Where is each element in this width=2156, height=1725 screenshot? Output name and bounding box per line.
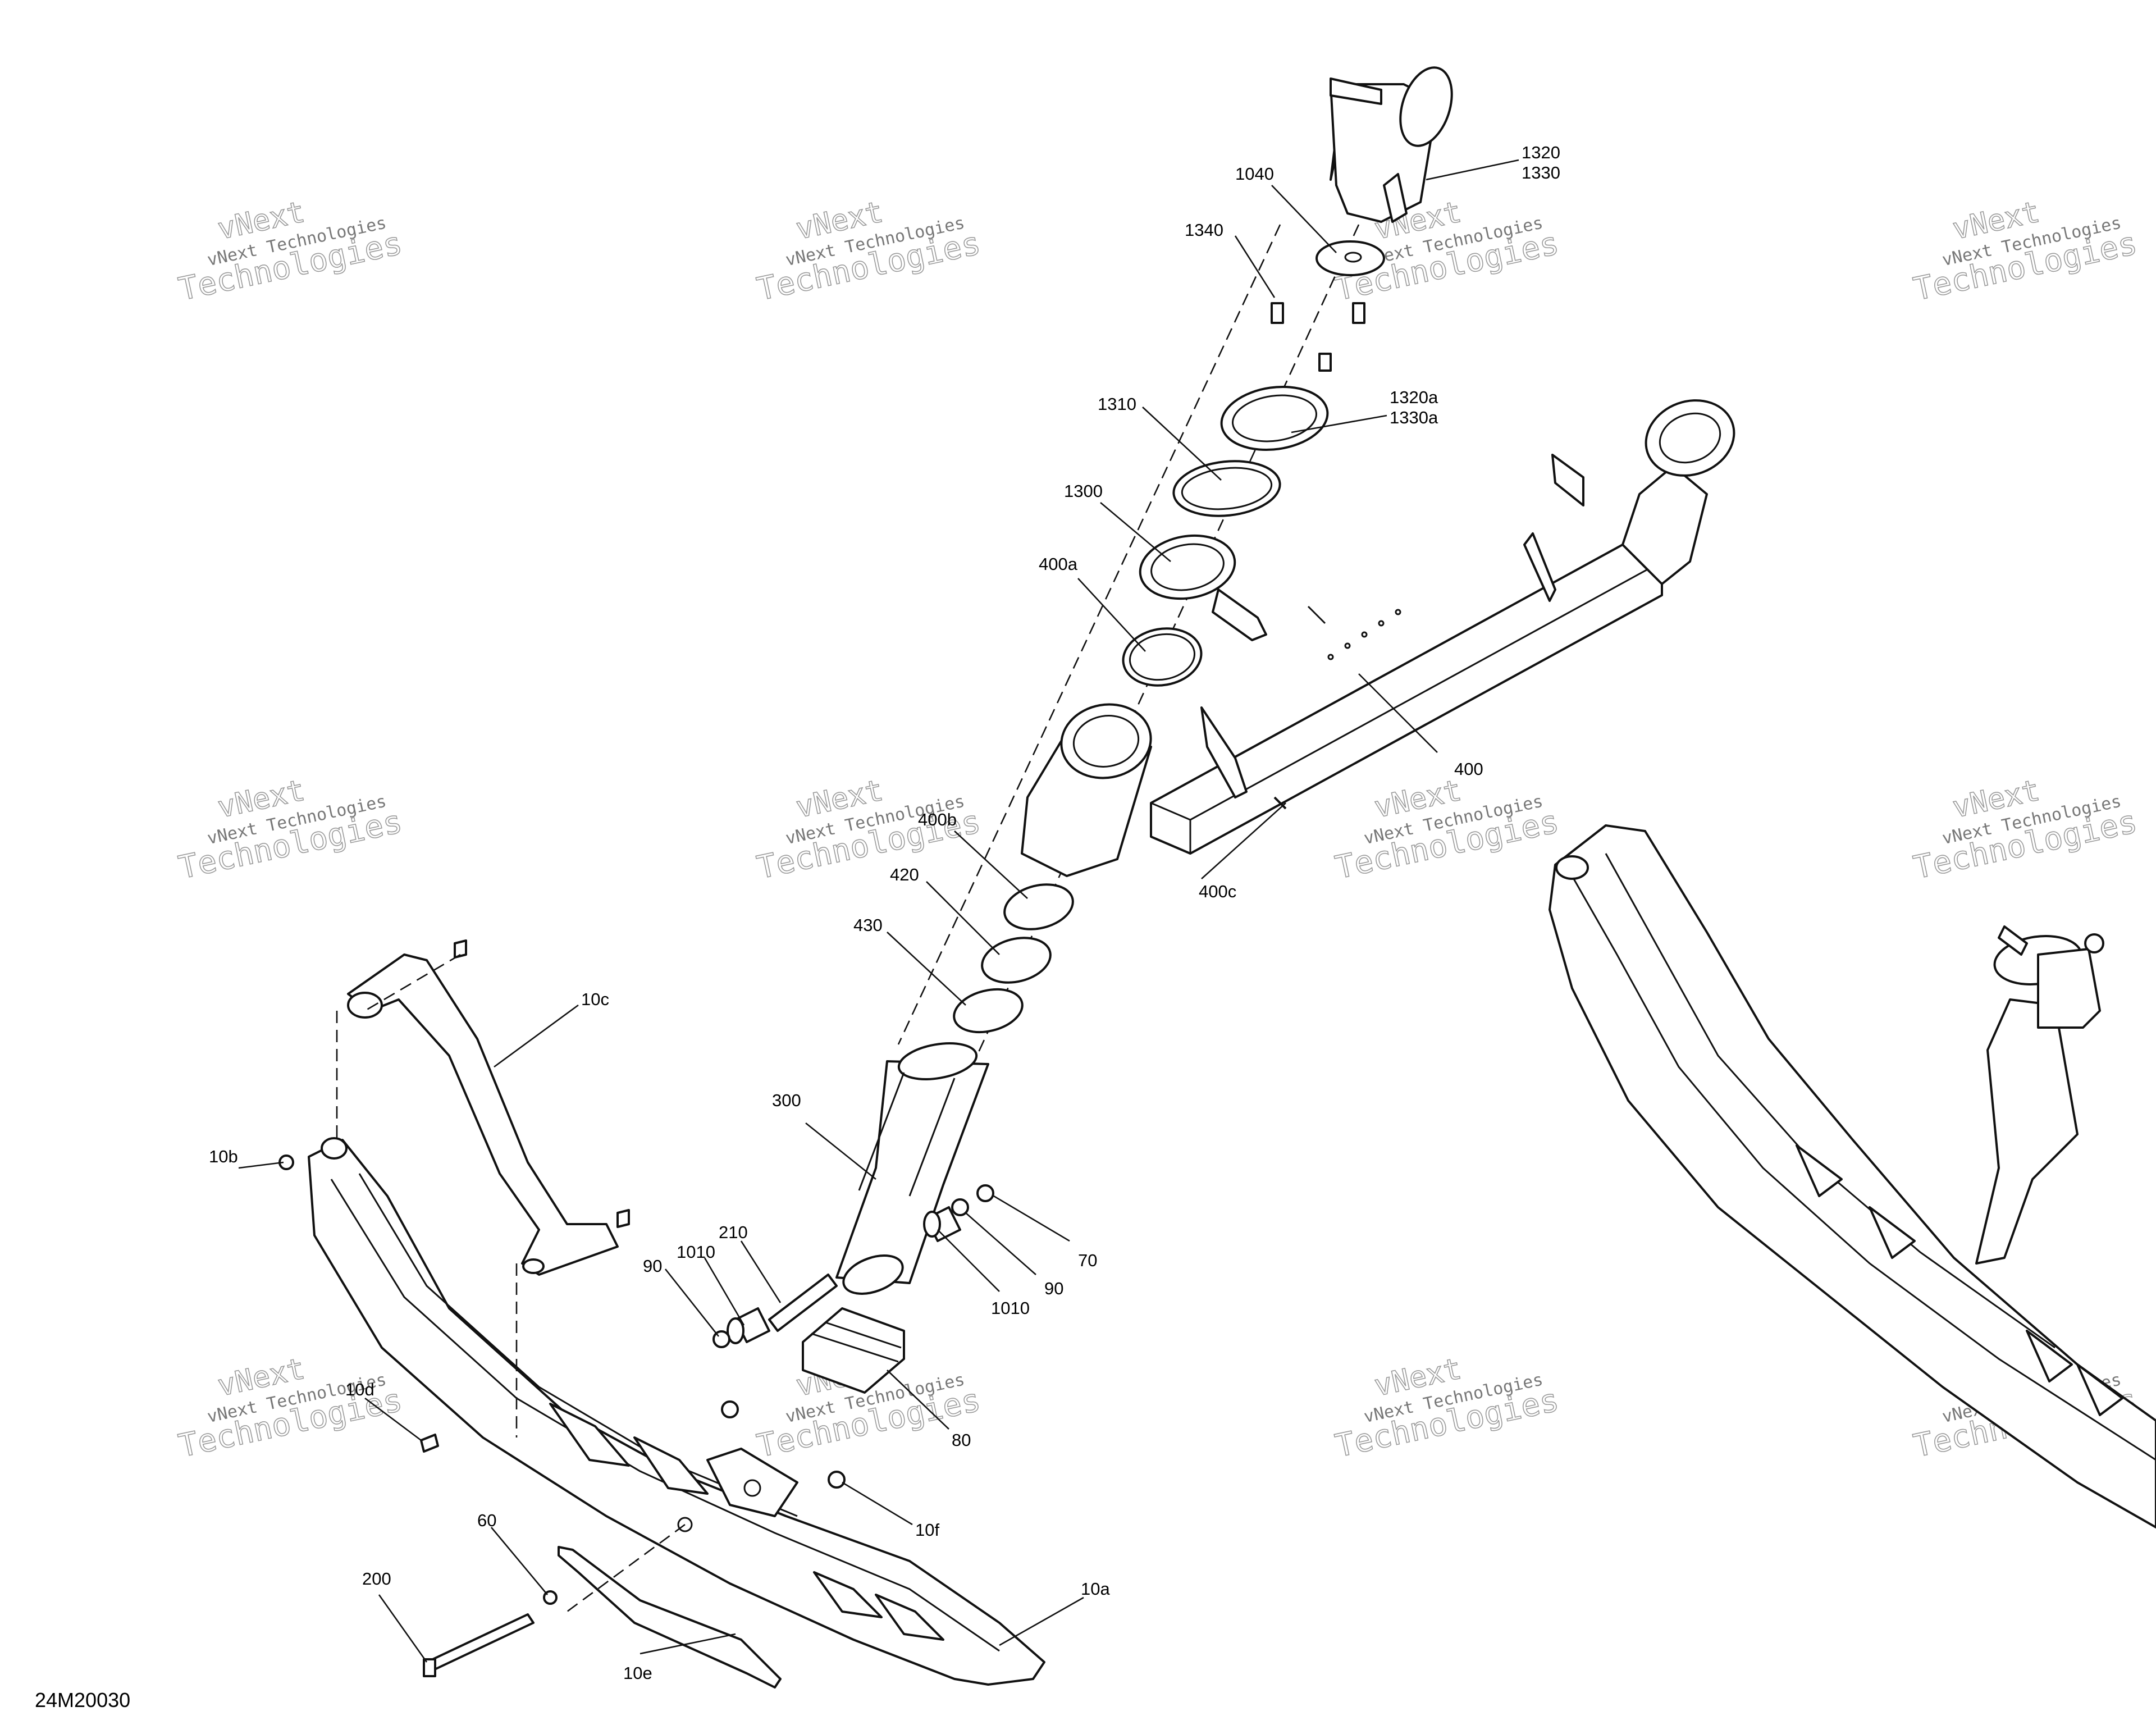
callout-1300: 1300 (1064, 481, 1103, 501)
damper-pad-part (802, 1307, 905, 1394)
callout-200: 200 (362, 1569, 391, 1589)
washer-90b (951, 1198, 969, 1216)
watermark-8: vNext vNext Technologies Technologies (1910, 773, 2141, 887)
callout-210: 210 (719, 1222, 748, 1242)
callout-1340: 1340 (1185, 220, 1223, 240)
callout-1010-left: 1010 (677, 1242, 715, 1262)
screw-10c (454, 939, 467, 959)
callout-1040: 1040 (1235, 164, 1274, 184)
bushing-ring-part (1122, 627, 1203, 687)
watermark-5: vNext vNext Technologies Technologies (175, 773, 406, 887)
frame-crossmember-part (1150, 399, 1735, 855)
watermark-2: vNext vNext Technologies Technologies (753, 195, 984, 309)
callout-70: 70 (1078, 1251, 1097, 1270)
screw-part (1271, 302, 1284, 324)
steering-arm-part (1139, 534, 1267, 641)
callout-90-right: 90 (1044, 1279, 1063, 1298)
watermark-4: vNext vNext Technologies Technologies (1910, 195, 2141, 309)
steering-column-tube-part (1021, 703, 1152, 877)
bushing-parts (727, 1206, 961, 1344)
callout-10f: 10f (915, 1520, 939, 1540)
watermark-7: vNext vNext Technologies Technologies (1332, 773, 1563, 887)
nut-10f-b (828, 1471, 846, 1489)
ski-handle-part (347, 953, 619, 1276)
spindle-part (835, 1042, 989, 1295)
callout-400: 400 (1454, 759, 1483, 779)
callout-400b: 400b (918, 810, 957, 829)
callout-1010-right: 1010 (991, 1298, 1030, 1318)
callout-1310: 1310 (1098, 394, 1136, 414)
callout-90-left: 90 (643, 1256, 662, 1276)
callout-420: 420 (890, 865, 919, 884)
callout-400a: 400a (1039, 554, 1078, 574)
callout-10d: 10d (345, 1380, 374, 1399)
pin-part (768, 1274, 838, 1332)
washer-70 (976, 1184, 994, 1202)
ring-400b (1003, 883, 1074, 930)
callout-10b: 10b (209, 1147, 238, 1166)
clamp-ring-part (1220, 385, 1329, 451)
callout-1320: 1320 (1522, 143, 1560, 162)
bolt-200 (426, 1613, 535, 1672)
callout-1320a: 1320a (1390, 387, 1438, 407)
callout-430: 430 (853, 915, 883, 935)
ring-430 (953, 988, 1024, 1034)
retaining-ring-part (1172, 460, 1281, 517)
ski-body-part (308, 1137, 1045, 1686)
watermark-11: vNext vNext Technologies Technologies (1332, 1352, 1563, 1466)
callout-80: 80 (952, 1430, 971, 1450)
callout-10a: 10a (1081, 1579, 1110, 1599)
watermark-1: vNext vNext Technologies Technologies (175, 195, 406, 309)
callout-60: 60 (477, 1510, 496, 1530)
leader-lines (238, 159, 1519, 1663)
callout-300: 300 (772, 1090, 801, 1110)
callout-labels: 1320 1330 1040 1340 1320a 1330a 1310 130… (209, 143, 1560, 1683)
ring-420 (981, 937, 1052, 984)
bolt-10d (420, 1434, 439, 1453)
tab-part (1273, 796, 1287, 810)
spindle-cap-part (1330, 66, 1453, 223)
callout-400c: 400c (1199, 882, 1236, 901)
callout-1330: 1330 (1522, 163, 1560, 182)
drawing-number: 24M20030 (35, 1689, 130, 1712)
nut-10f-a (721, 1400, 739, 1418)
callout-1330a: 1330a (1390, 408, 1438, 427)
assembled-ski-view (1549, 824, 2156, 1528)
callout-10c: 10c (581, 989, 609, 1009)
washer-part (1315, 240, 1385, 276)
runner-10e (558, 1546, 782, 1689)
callout-10e: 10e (623, 1663, 652, 1683)
assembly-axis-line-2 (897, 224, 1281, 1045)
